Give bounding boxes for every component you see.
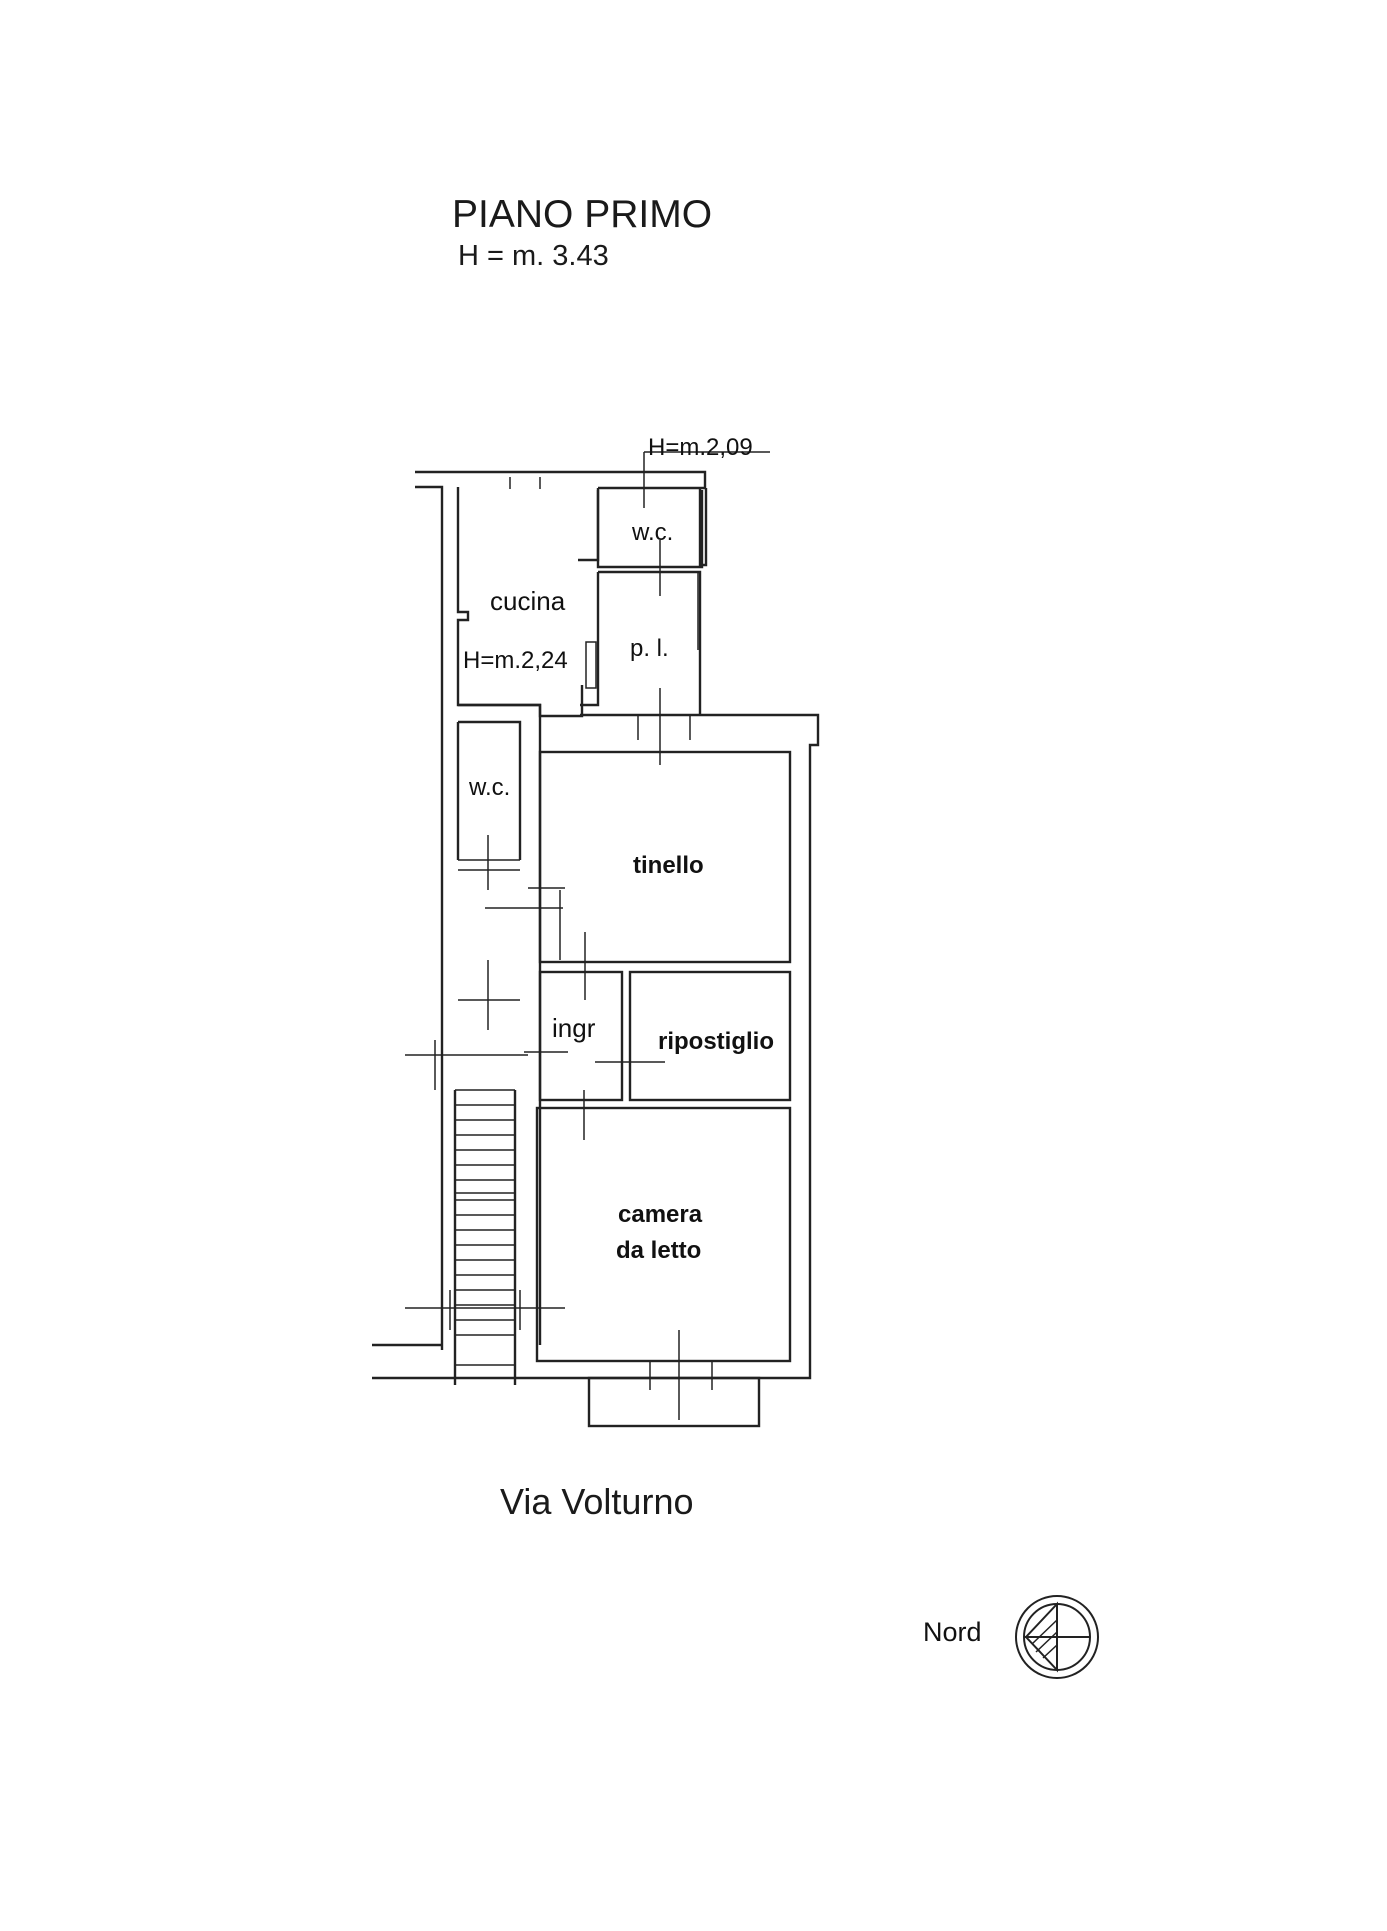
tinello-label: tinello	[633, 852, 704, 879]
room-ripostiglio	[595, 970, 792, 1102]
street-label: Via Volturno	[500, 1481, 693, 1522]
north-arrow-icon	[1015, 1595, 1099, 1679]
ingr-label: ingr	[552, 1013, 596, 1043]
camera-label-line1: camera	[618, 1201, 703, 1228]
room-wc-left	[405, 720, 563, 1090]
cucina-label: cucina	[490, 586, 566, 616]
room-camera	[535, 1090, 792, 1420]
camera-label-line2: da letto	[616, 1237, 701, 1264]
room-tinello	[528, 750, 792, 1000]
plan-title: PIANO PRIMO	[452, 193, 712, 236]
staircase	[405, 1089, 565, 1385]
pl-label: p. l.	[630, 635, 669, 662]
wc-left-label: w.c.	[468, 774, 510, 801]
wc-top-height-label: H=m.2,09	[648, 434, 753, 461]
room-pl	[580, 570, 702, 765]
outer-walls	[372, 470, 820, 1428]
room-ingr	[524, 970, 624, 1102]
room-wc-top	[596, 451, 770, 596]
north-label: Nord	[923, 1617, 982, 1647]
ripostiglio-label: ripostiglio	[658, 1028, 774, 1055]
floor-height-note: H = m. 3.43	[458, 240, 609, 272]
cucina-height-label: H=m.2,24	[463, 647, 568, 674]
wc-top-label: w.c.	[631, 519, 673, 546]
